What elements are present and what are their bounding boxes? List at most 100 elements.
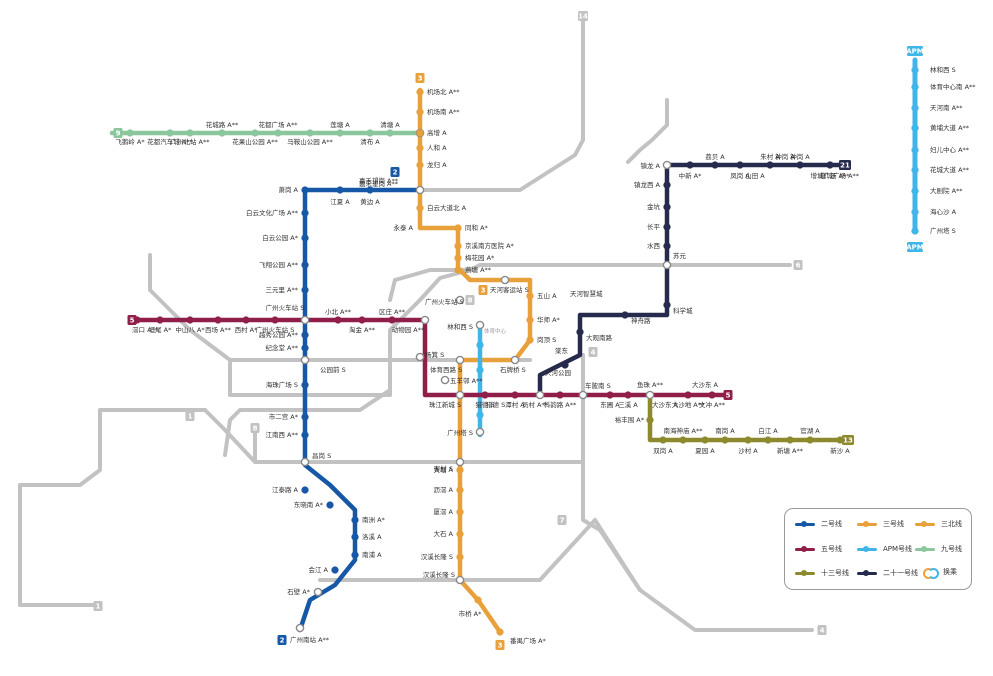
transfer-station [301, 316, 308, 323]
apm-diagram-station [912, 167, 919, 174]
line5-station [512, 392, 519, 399]
line13-station [765, 437, 772, 444]
line2-station [302, 414, 309, 421]
line9-station-label: 花都广场 A** [258, 120, 298, 129]
apm-diagram-station [912, 105, 919, 112]
line9-station [219, 130, 226, 137]
transfer-station [456, 356, 463, 363]
apm-diagram-station [912, 67, 919, 74]
line2-station-label: 广州火车站 S [266, 303, 305, 312]
line13-station-label: 新沙 A [830, 446, 850, 455]
legend-line9-label: 九号线 [941, 544, 962, 554]
line1-track [20, 410, 255, 605]
line3-station [457, 531, 464, 538]
line5-station [243, 317, 250, 324]
apm-diagram-label: 黄埔大道 A** [930, 123, 970, 132]
line9-station [127, 130, 134, 137]
line2-station [302, 382, 309, 389]
transfer-station [476, 428, 483, 435]
apm-diagram-label: 海心沙 A [930, 207, 957, 216]
line21-station [767, 162, 774, 169]
line2-station-label: 飞翔公园 A** [259, 260, 299, 269]
transfer-station [314, 588, 321, 595]
line21-station [622, 312, 629, 319]
transfer-station [456, 576, 463, 583]
line5-station-label: 大沙东 A [652, 400, 679, 409]
line2-station-label: 公园前 S [320, 365, 346, 374]
line5-station-label: 杨箕 S [425, 350, 444, 359]
line3-station-label: 广州火车站 S [425, 297, 464, 306]
line5-station-label: 西村 A* [235, 325, 259, 334]
line21-station-label: 金坑 [647, 202, 661, 211]
line3n-station [417, 162, 424, 169]
line3n-station [417, 205, 424, 212]
line5-station [187, 317, 194, 324]
line5-station-label: 大沙东 A [692, 380, 719, 389]
line2-station [302, 432, 309, 439]
line21-station [737, 162, 744, 169]
line13-station [680, 437, 687, 444]
line5-station-label: 动物园 A** [392, 325, 425, 334]
apm-diagram-station [912, 147, 919, 154]
line3n-badge: 3 [481, 287, 486, 295]
legend-line2-label: 二号线 [821, 519, 842, 529]
apm-diagram-station [912, 125, 919, 132]
line21-swatch [857, 572, 877, 575]
apm-diagram-label: 天河南 A** [930, 103, 963, 112]
line2-station [302, 262, 309, 269]
line21-badge: 21 [840, 162, 850, 170]
apm-diagram-label: 广州塔 S [930, 226, 956, 235]
line13-station [787, 437, 794, 444]
line9-station-label: 广州北站 A** [170, 137, 210, 146]
apm-diagram-station [912, 209, 919, 216]
line4-badge-a: 4 [591, 349, 596, 357]
line5-station-label: 坦尾 A* [149, 325, 173, 334]
line2-station [352, 552, 359, 559]
line21-station [712, 162, 719, 169]
line2-station-label: 昌岗 S [312, 452, 331, 460]
line9-station-label: 清布 A [360, 137, 380, 146]
transfer-station [456, 458, 463, 465]
line2-station [332, 567, 339, 574]
line9-station-label: 花果山公园 A** [232, 137, 278, 146]
transfer-station [301, 356, 308, 363]
line13-station [702, 437, 709, 444]
line9-station [307, 130, 314, 137]
line3-station [475, 597, 482, 604]
line21-station-label: 镇龙西 A [634, 180, 661, 189]
line5-swatch [795, 548, 815, 551]
transfer-station [301, 458, 308, 465]
line3n-station-label: 白云大道北 A [427, 203, 467, 212]
legend-line3n: 三北线 [915, 519, 962, 529]
apm-station-label: 广州塔 S [447, 428, 473, 437]
line6-badge: 6 [796, 262, 801, 270]
line2-station-label: 南浦 A [362, 550, 382, 559]
line5-station-label: 珠江新城 S [429, 400, 461, 409]
line9-station-label: 花城路 A** [206, 120, 239, 129]
line5-station [625, 392, 632, 399]
apm-diagram-label: 大剧院 A** [930, 186, 963, 195]
line3n-station-label: 人和 A [427, 143, 447, 152]
apm-station [477, 412, 484, 419]
line5-station [607, 392, 614, 399]
line3n-station-label: 永泰 A [393, 223, 413, 232]
transfer-station [511, 356, 518, 363]
line2-station-label: 三元里 A** [265, 286, 298, 294]
legend-apm: APM号线 [857, 544, 912, 554]
line2-station [302, 332, 309, 339]
line5-station [215, 317, 222, 324]
line5-station-label: 五羊邨 A** [450, 376, 483, 385]
line5-station [335, 317, 342, 324]
line5-station [272, 317, 279, 324]
line2-station-label: 白云公园 A* [262, 233, 299, 242]
legend-line9: 九号线 [915, 544, 962, 554]
line21-station-label: 水西 [647, 241, 661, 250]
line4-badge-b: 4 [820, 627, 825, 635]
line2-station [302, 187, 309, 194]
line5-station-label: 广州火车站 S [256, 325, 295, 334]
line3n-station [417, 89, 424, 96]
line21-station [664, 204, 671, 211]
line3-station-label: 厦滘 A [433, 507, 453, 516]
line2-station [327, 502, 334, 509]
line2-station-label: 会江 A [308, 565, 328, 574]
